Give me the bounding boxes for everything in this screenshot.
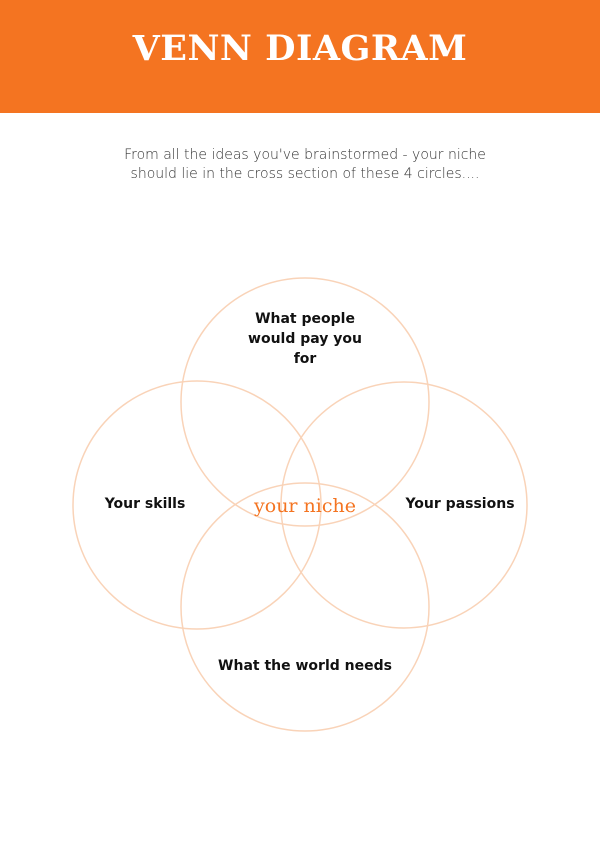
- label-world-needs: What the world needs: [218, 658, 392, 674]
- label-skills: Your skills: [104, 496, 186, 512]
- page-title: VENN DIAGRAM: [132, 28, 468, 69]
- circle-skills: [72, 380, 322, 630]
- center-label-niche: your niche: [254, 495, 356, 517]
- intro-text: From all the ideas you've brainstormed -…: [124, 147, 486, 182]
- circle-passions: [280, 381, 528, 629]
- label-passions: Your passions: [405, 496, 515, 512]
- label-pay: What people would pay you for: [248, 311, 362, 367]
- circle-world-needs: [180, 482, 430, 732]
- circle-pay: [180, 277, 430, 527]
- header-banner: VENN DIAGRAM: [0, 0, 600, 113]
